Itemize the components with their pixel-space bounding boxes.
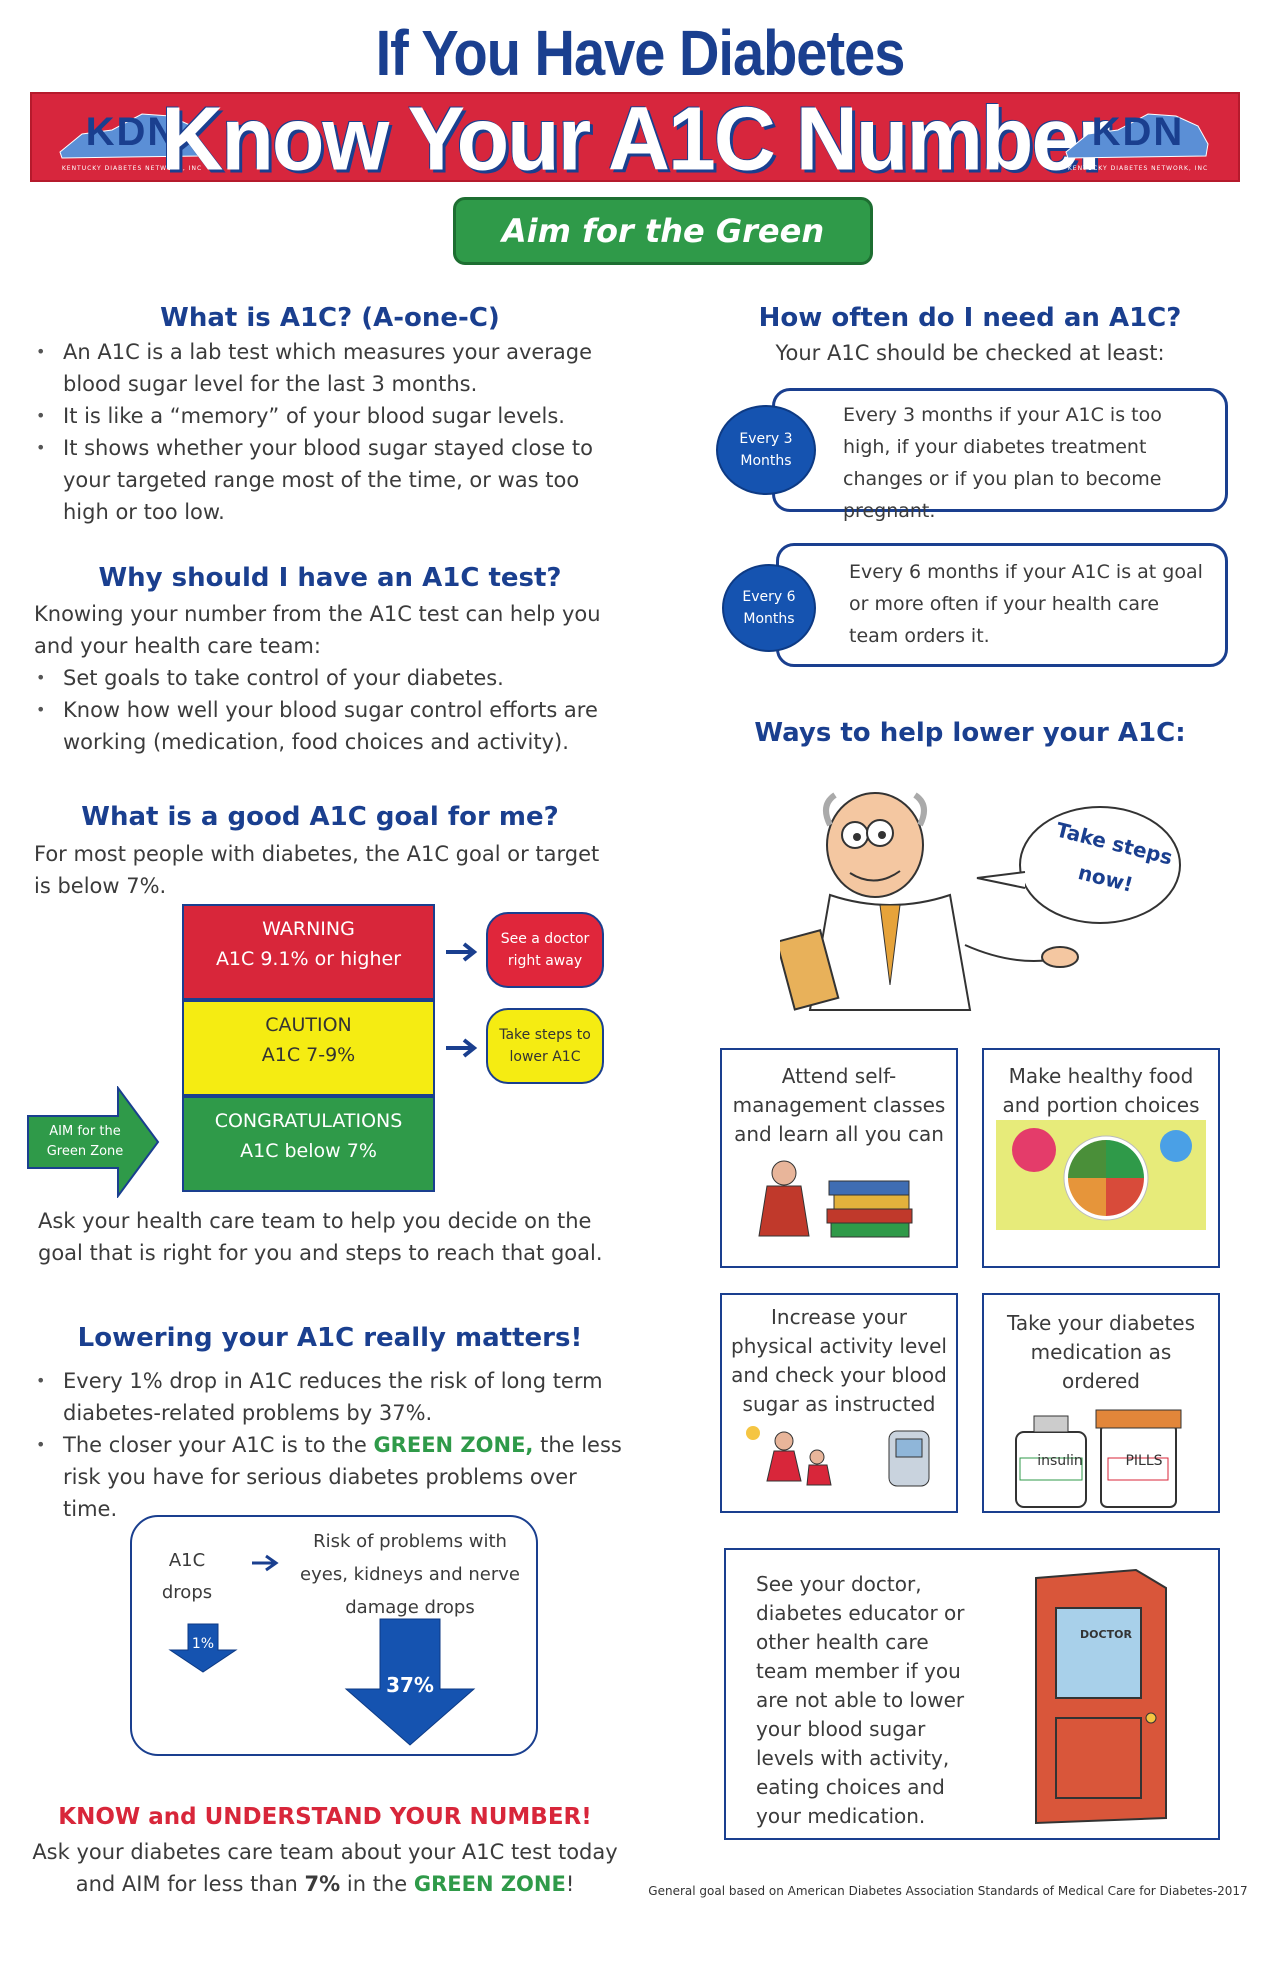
a1c-drops-label: A1C drops bbox=[161, 1550, 213, 1603]
green-zone-highlight: GREEN ZONE, bbox=[373, 1433, 534, 1457]
zone-range: A1C 9.1% or higher bbox=[215, 948, 402, 970]
title-banner: KDN KENTUCKY DIABETES NETWORK, INC Know … bbox=[30, 92, 1240, 186]
insulin-label: insulin bbox=[1037, 1453, 1083, 1469]
subtitle-pill: Aim for the Green Zone bbox=[453, 197, 873, 312]
studying-person-icon bbox=[758, 1160, 913, 1238]
logo-subtext: KENTUCKY DIABETES NETWORK, INC bbox=[61, 165, 203, 172]
every-3-months-badge: Every 3 Months bbox=[716, 405, 816, 495]
know-heading: KNOW and UNDERSTAND YOUR NUMBER! bbox=[58, 1804, 592, 1830]
ways-heading: Ways to help lower your A1C: bbox=[754, 718, 1186, 748]
logo-text: KDN bbox=[85, 110, 179, 154]
risk-drop-value: 37% bbox=[386, 1673, 434, 1697]
zone-label: CAUTION bbox=[265, 1014, 352, 1036]
goal-heading: What is a good A1C goal for me? bbox=[81, 802, 559, 832]
why-heading: Why should I have an A1C test? bbox=[98, 563, 562, 593]
goal-intro: For most people with diabetes, the A1C g… bbox=[34, 842, 600, 898]
card-text: Make healthy food and portion choices bbox=[1002, 1064, 1200, 1117]
risk-label: Risk of problems with eyes, kidneys and … bbox=[300, 1531, 520, 1618]
lowering-list: Every 1% drop in A1C reduces the risk of… bbox=[30, 1365, 630, 1525]
small-down-arrow-icon bbox=[168, 1623, 238, 1673]
zone-range: A1C below 7% bbox=[240, 1140, 377, 1162]
see-doctor-pill: See a doctor right away bbox=[486, 912, 604, 988]
doctor-cartoon-icon bbox=[780, 792, 1079, 1011]
every-6-months-box: Every 6 months if your A1C is at goal or… bbox=[776, 543, 1228, 667]
logo-subtext: KENTUCKY DIABETES NETWORK, INC bbox=[1067, 165, 1209, 172]
arrow-right-icon bbox=[446, 1038, 478, 1058]
card-classes: Attend self-management classes and learn… bbox=[720, 1048, 958, 1268]
kentucky-map-icon bbox=[1065, 113, 1209, 159]
card-text: Attend self-management classes and learn… bbox=[732, 1064, 946, 1146]
aim-arrow-label: AIM for the Green Zone bbox=[46, 1124, 124, 1159]
doctor-door-icon bbox=[1035, 1568, 1167, 1825]
zone-label: WARNING bbox=[262, 918, 355, 940]
speech-bubble-icon bbox=[976, 806, 1181, 924]
list-item: Know how well your blood sugar control e… bbox=[30, 694, 610, 758]
list-item: Set goals to take control of your diabet… bbox=[30, 662, 610, 694]
every-6-months-badge: Every 6 Months bbox=[722, 564, 816, 652]
list-item: It is like a “memory” of your blood suga… bbox=[30, 400, 600, 432]
card-food: Make healthy food and portion choices bbox=[982, 1048, 1220, 1268]
how-often-intro: Your A1C should be checked at least: bbox=[775, 341, 1165, 365]
what-is-heading: What is A1C? (A-one-C) bbox=[160, 303, 500, 333]
card-medication: Take your diabetes medication as ordered… bbox=[982, 1293, 1220, 1513]
list-item: It shows whether your blood sugar stayed… bbox=[30, 432, 600, 528]
arrow-right-icon bbox=[446, 942, 478, 962]
green-zone-highlight: GREEN ZONE bbox=[413, 1872, 566, 1896]
logo-text: KDN bbox=[1091, 110, 1185, 154]
list-item: Every 1% drop in A1C reduces the risk of… bbox=[30, 1365, 630, 1429]
risk-diagram: A1C drops Risk of problems with eyes, ki… bbox=[130, 1515, 538, 1756]
page-title: If You Have Diabetes bbox=[375, 16, 906, 89]
arrow-right-icon bbox=[252, 1554, 279, 1572]
footnote: General goal based on American Diabetes … bbox=[648, 1884, 1248, 1898]
pills-label: PILLS bbox=[1125, 1453, 1163, 1469]
list-item: The closer your A1C is to the GREEN ZONE… bbox=[30, 1429, 630, 1525]
know-line-1: Ask your diabetes care team about your A… bbox=[32, 1840, 618, 1864]
why-list: Set goals to take control of your diabet… bbox=[30, 662, 610, 758]
aim-arrow-icon bbox=[27, 1086, 160, 1198]
door-sign: DOCTOR bbox=[1080, 1628, 1132, 1641]
kdn-logo-right: KDN KENTUCKY DIABETES NETWORK, INC bbox=[1058, 104, 1218, 174]
zone-range: A1C 7-9% bbox=[261, 1044, 356, 1066]
food-plate-icon bbox=[996, 1120, 1206, 1230]
exercise-meter-icon bbox=[746, 1426, 930, 1487]
green-zone: CONGRATULATIONS A1C below 7% bbox=[182, 1096, 435, 1192]
list-item: An A1C is a lab test which measures your… bbox=[30, 336, 600, 400]
banner-title: Know Your A1C Number bbox=[161, 88, 1111, 190]
zone-label: CONGRATULATIONS bbox=[214, 1110, 403, 1132]
warning-zone: WARNING A1C 9.1% or higher bbox=[182, 904, 435, 1000]
large-down-arrow-icon bbox=[344, 1618, 476, 1746]
kdn-logo-left: KDN KENTUCKY DIABETES NETWORK, INC bbox=[52, 104, 212, 174]
interval-text: Every 6 months if your A1C is at goal or… bbox=[849, 561, 1203, 647]
card-text: Increase your physical activity level an… bbox=[731, 1305, 947, 1416]
kentucky-map-icon bbox=[59, 113, 203, 159]
what-is-list: An A1C is a lab test which measures your… bbox=[30, 336, 600, 528]
a1c-drop-value: 1% bbox=[191, 1636, 215, 1652]
goal-outro: Ask your health care team to help you de… bbox=[38, 1209, 603, 1265]
card-text: Take your diabetes medication as ordered bbox=[1006, 1311, 1196, 1393]
know-line-2: and AIM for less than 7% in the GREEN ZO… bbox=[75, 1872, 575, 1896]
lowering-heading: Lowering your A1C really matters! bbox=[77, 1323, 583, 1353]
why-intro: Knowing your number from the A1C test ca… bbox=[34, 602, 601, 658]
card-activity: Increase your physical activity level an… bbox=[720, 1293, 958, 1513]
how-often-heading: How often do I need an A1C? bbox=[758, 303, 1182, 333]
take-steps-pill: Take steps to lower A1C bbox=[486, 1008, 604, 1084]
caution-zone: CAUTION A1C 7-9% bbox=[182, 1000, 435, 1096]
card-see-doctor: See your doctor, diabetes educator or ot… bbox=[724, 1548, 1220, 1840]
card-text: See your doctor, diabetes educator or ot… bbox=[756, 1572, 965, 1828]
interval-text: Every 3 months if your A1C is too high, … bbox=[843, 404, 1162, 522]
every-3-months-box: Every 3 months if your A1C is too high, … bbox=[772, 388, 1228, 522]
medication-bottles-icon bbox=[1015, 1409, 1182, 1508]
